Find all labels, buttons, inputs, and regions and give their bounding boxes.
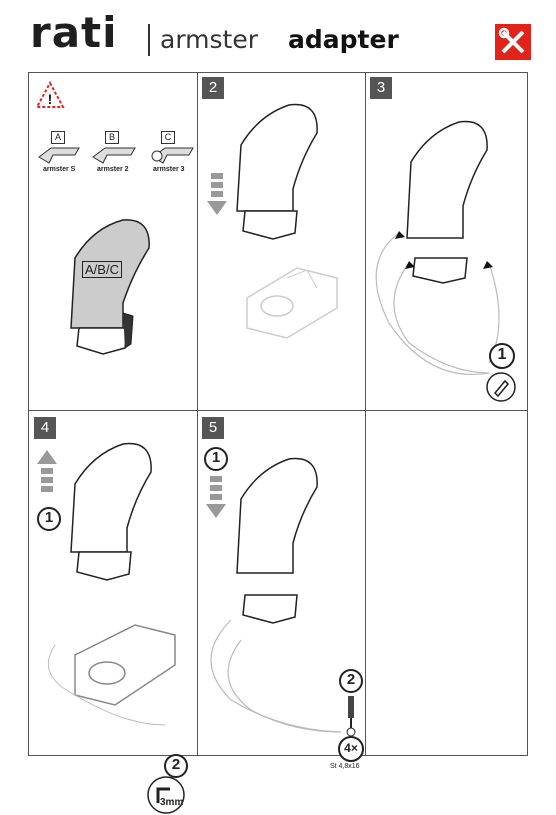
warning-icon: ! <box>35 80 65 108</box>
option-b-letter: B <box>105 131 119 144</box>
pen-mark-icon <box>486 372 516 402</box>
step-number: 4 <box>34 417 56 439</box>
callout-badge <box>489 343 515 369</box>
step-panel-3: 3 1 <box>365 73 529 410</box>
step-number: 3 <box>370 77 392 99</box>
armrest-illustration <box>70 442 152 581</box>
empty-panel <box>365 410 529 755</box>
armrest-illustration <box>406 120 488 284</box>
model-options: A B C armster S armster 2 armster 3 <box>35 128 195 178</box>
step-panel-2: 2 <box>197 73 365 410</box>
callout-badge <box>37 507 61 531</box>
allen-key-icon <box>147 776 185 814</box>
option-a-letter: A <box>51 131 65 144</box>
step-panel-1: ! A B C armster S armster 2 armster 3 A/… <box>29 73 197 410</box>
title-product: armster <box>160 25 258 54</box>
brand-logo: rati <box>30 8 118 57</box>
title-separator <box>148 24 150 56</box>
variant-label: A/B/C <box>82 261 122 278</box>
tool-size-label: 3mm <box>160 797 184 808</box>
callout-badge <box>164 754 188 778</box>
screwdriver-icon <box>346 696 356 737</box>
callout-number: 2 <box>171 756 181 773</box>
assembly-arrows <box>210 619 342 733</box>
callout-number: 1 <box>497 346 507 363</box>
arrow-up-icon <box>37 450 57 492</box>
option-a-model: armster S <box>43 166 76 173</box>
step-panel-5: 5 1 2 4× St 4,8x <box>197 410 365 770</box>
grid-divider <box>365 73 366 755</box>
step-number: 2 <box>202 77 224 99</box>
armrest-variant-icons <box>38 147 194 164</box>
callout-number: 1 <box>44 509 54 526</box>
console-holder-illustration <box>47 624 176 726</box>
screw-spec: St 4,8x16 <box>330 763 360 770</box>
quantity-badge <box>338 736 364 762</box>
screw-quantity: 4× <box>344 741 358 755</box>
option-b-model: armster 2 <box>97 166 129 173</box>
armrest-illustration <box>236 103 318 240</box>
title-variant: adapter <box>288 25 399 54</box>
callout-number: 1 <box>211 449 221 466</box>
console-holder-illustration <box>246 267 338 339</box>
svg-text:!: ! <box>48 91 53 107</box>
option-c-model: armster 3 <box>153 166 185 173</box>
callout-number: 2 <box>346 671 356 688</box>
armrest-illustration <box>70 219 150 355</box>
instruction-grid: ! A B C armster S armster 2 armster 3 A/… <box>28 72 529 814</box>
arrow-down-icon <box>207 173 227 215</box>
armrest-illustration <box>236 457 318 624</box>
step-number: 5 <box>202 417 224 439</box>
callout-badge <box>204 447 228 471</box>
option-c-letter: C <box>161 131 175 144</box>
grid-divider <box>197 73 198 755</box>
tools-icon <box>495 24 531 60</box>
grid-divider <box>29 410 527 411</box>
step-panel-4: 4 1 2 3mm <box>29 410 197 814</box>
callout-badge <box>339 669 363 693</box>
header: rati armster adapter <box>0 0 556 70</box>
arrow-down-icon <box>206 476 226 518</box>
